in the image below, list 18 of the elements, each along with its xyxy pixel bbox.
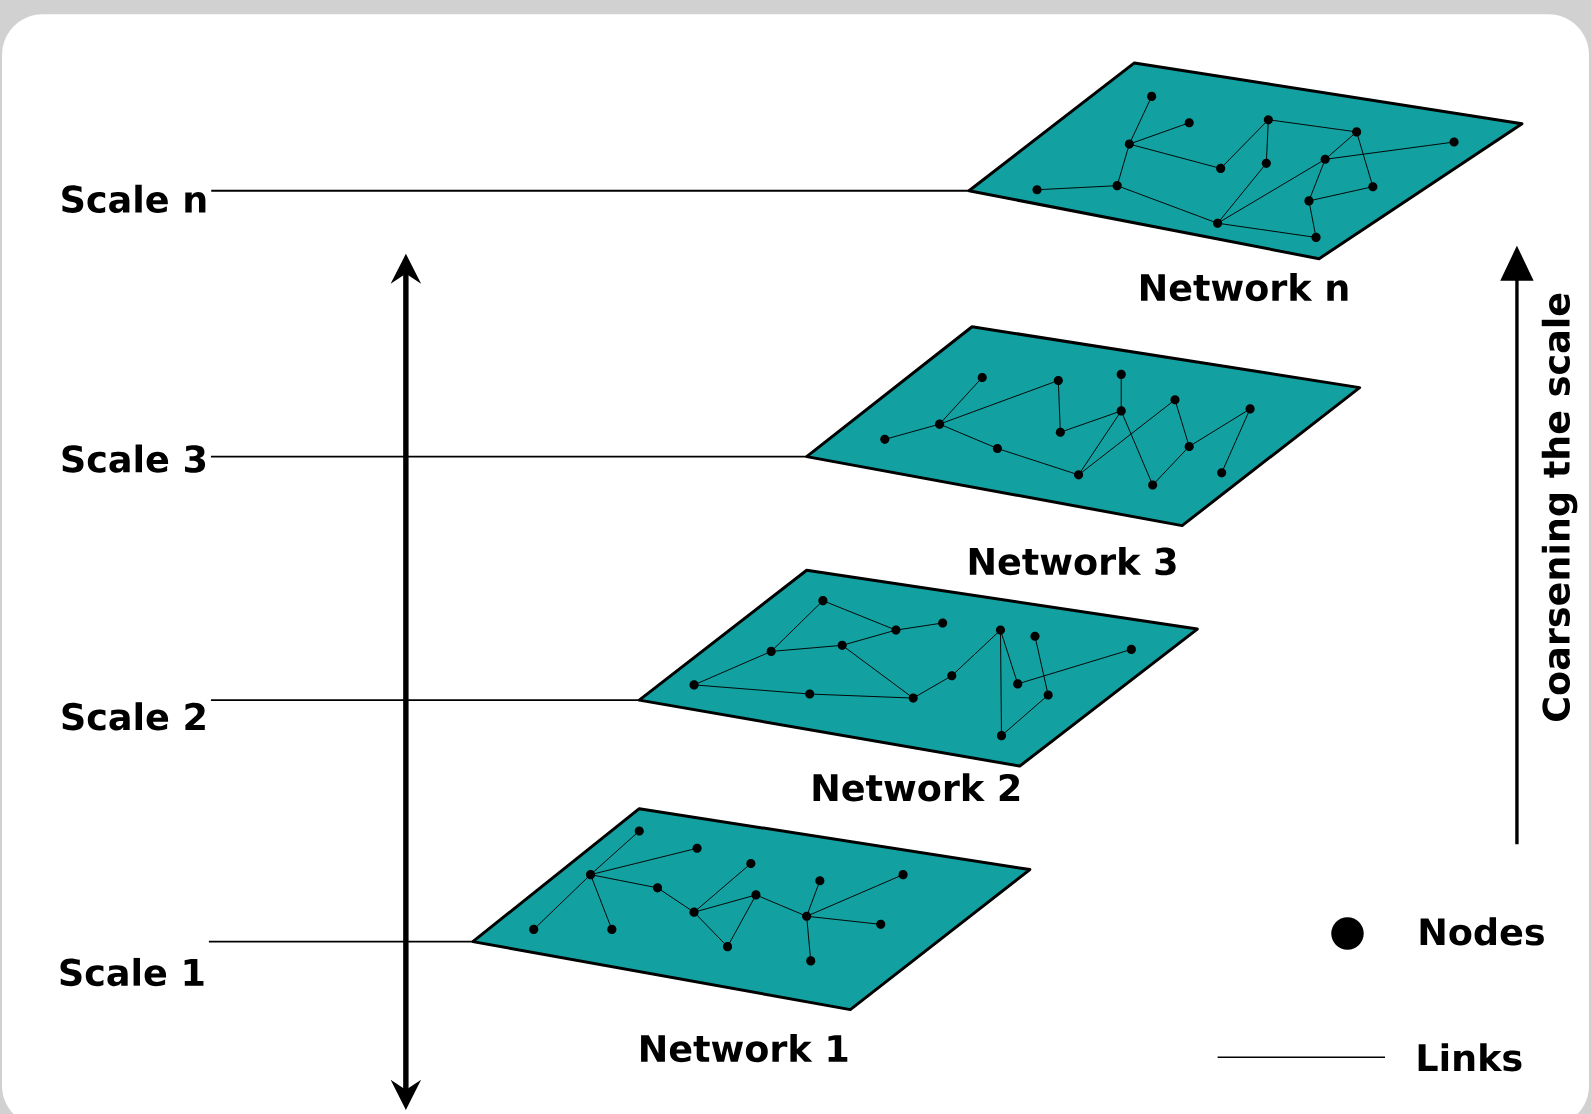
- scale-label: Scale 3: [62, 444, 206, 473]
- legend-label: Links: [1418, 1043, 1522, 1072]
- leader-line: [210, 699, 641, 701]
- network-plane: [967, 61, 1524, 261]
- leader-line: [210, 189, 970, 192]
- scale-label: Scale n: [62, 184, 206, 213]
- leader-line: [210, 455, 808, 458]
- network-plane: [471, 807, 1032, 1012]
- axis-label: Coarsening the scale: [1541, 293, 1578, 721]
- network-label: Network 2: [813, 773, 1020, 802]
- network-label: Network 3: [969, 546, 1176, 576]
- scale-label: Scale 1: [60, 957, 204, 987]
- network-plane: [805, 325, 1362, 528]
- legend-label: Nodes: [1420, 917, 1544, 946]
- network-label: Network n: [1141, 272, 1348, 302]
- leader-line: [207, 940, 474, 943]
- network-label: Network 1: [641, 1033, 848, 1063]
- scale-label: Scale 2: [62, 702, 205, 731]
